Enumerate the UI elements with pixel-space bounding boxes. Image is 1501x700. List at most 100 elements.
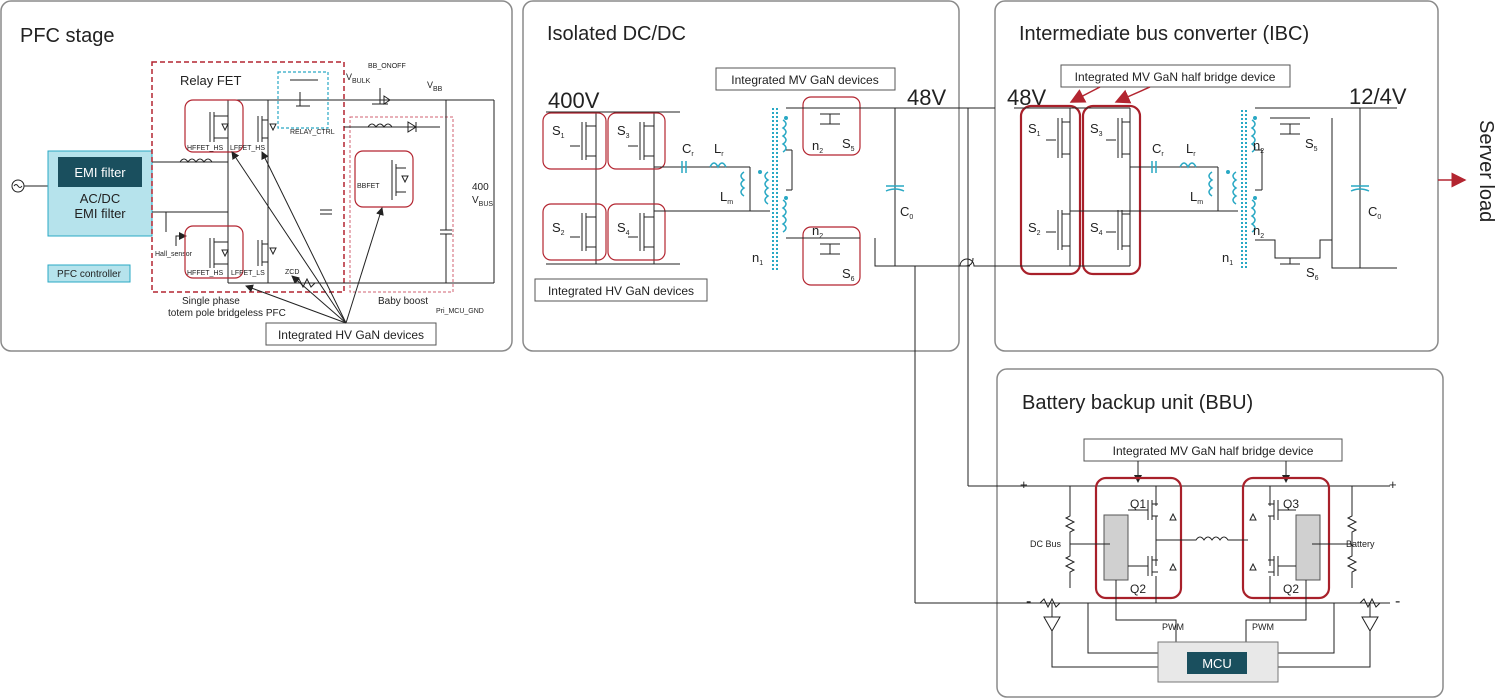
dcdc-n2b-label: n2	[812, 223, 823, 240]
ibc-s2-label: S2	[1028, 220, 1041, 237]
pfc-hv-gan-callout	[265, 322, 437, 346]
dcdc-s4-box	[607, 203, 666, 261]
dcdc-s5-box	[802, 96, 861, 156]
vbb-label: VBB	[427, 80, 443, 93]
dcdc-48v-label: 48V	[907, 85, 946, 110]
dcdc-400v-label: 400V	[548, 88, 600, 113]
emi-filter-badge	[58, 157, 142, 187]
dcdc-s3-label: S3	[617, 123, 630, 140]
bbu-mcu-label: MCU	[1202, 656, 1232, 671]
bbu-mv-gan-callout	[1083, 438, 1343, 462]
single-phase-label: Single phase	[182, 296, 240, 307]
bbu-right-driver	[1295, 514, 1321, 581]
server-load-label: Server load	[1475, 120, 1497, 222]
relay-fet-label: Relay FET	[180, 73, 241, 88]
ibc-s3-label: S3	[1090, 121, 1103, 138]
dcdc-stage: 400V S1 S3 S2 S4 Integrated HV GaN devic…	[534, 67, 995, 302]
ibc-c0-label: C0	[1368, 204, 1381, 221]
acdc-label-2: EMI filter	[74, 206, 126, 221]
pfc-title: PFC stage	[20, 25, 114, 47]
bbu-left-driver	[1103, 514, 1129, 581]
acdc-label-1: AC/DC	[80, 191, 120, 206]
dcdc-cr-label: Cr	[682, 141, 694, 158]
pfc-controller-label: PFC controller	[57, 269, 122, 280]
bbu-q2-left-label: Q2	[1130, 582, 1146, 596]
bbu-pwm-right: PWM	[1252, 622, 1274, 632]
ibc-s6-label: S6	[1306, 265, 1319, 282]
ibc-panel	[994, 0, 1439, 352]
dcdc-n2a-label: n2	[812, 138, 823, 155]
ibc-n1-label: n1	[1222, 250, 1233, 267]
ibc-stage: 48V Integrated MV GaN half bridge device…	[1007, 64, 1467, 282]
emi-filter-label: EMI filter	[74, 165, 126, 180]
bbu-mv-gan-callout-text: Integrated MV GaN half bridge device	[1113, 444, 1314, 458]
bbu-plus-left: +	[1020, 477, 1028, 492]
dcdc-mv-gan-callout	[715, 67, 896, 91]
dcdc-s2-label: S2	[552, 220, 565, 237]
bbu-pwm-left: PWM	[1162, 622, 1184, 632]
dcdc-s1-label: S1	[552, 123, 565, 140]
dcdc-s5-label: S5	[842, 136, 855, 153]
hffet-hs-bottom-box	[184, 225, 244, 279]
ibc-title: Intermediate bus converter (IBC)	[1019, 23, 1309, 45]
bbu-minus-right: -	[1395, 593, 1400, 610]
dcdc-lm-label: Lm	[720, 189, 733, 206]
pfc-hv-gan-callout-text: Integrated HV GaN devices	[278, 328, 424, 342]
pfc-panel	[0, 0, 513, 352]
ibc-s4-label: S4	[1090, 220, 1103, 237]
ibc-lm-label: Lm	[1190, 189, 1203, 206]
lffet-ls-label: LFFET_LS	[231, 270, 265, 277]
relay-box	[277, 71, 329, 129]
bbu-mcu-badge	[1187, 652, 1247, 674]
dcdc-hv-gan-callout	[534, 278, 708, 302]
ibc-lr-label: Lr	[1186, 141, 1196, 158]
dcdc-hv-gan-callout-text: Integrated HV GaN devices	[548, 284, 694, 298]
dcdc-n1-label: n1	[752, 250, 763, 267]
ibc-cr-label: Cr	[1152, 141, 1164, 158]
dcdc-s3-box	[607, 112, 666, 170]
ibc-mv-gan-callout	[1060, 64, 1291, 88]
bb-onoff-label: BB_ONOFF	[368, 63, 406, 70]
ibc-mv-gan-callout-text: Integrated MV GaN half bridge device	[1075, 70, 1276, 84]
dcdc-s6-label: S6	[842, 266, 855, 283]
zcd-label: ZCD	[285, 269, 299, 276]
lffet-hs-label: LFFET_HS	[230, 145, 265, 152]
bbu-plus-right: +	[1389, 477, 1397, 492]
baby-boost-label: Baby boost	[378, 296, 428, 307]
ibc-s5-label: S5	[1305, 136, 1318, 153]
hall-sensor-label: Hall_sensor	[155, 251, 193, 258]
dcdc-title: Isolated DC/DC	[547, 23, 686, 45]
pfc-controller-block	[47, 264, 131, 283]
bbu-q1-label: Q1	[1130, 497, 1146, 511]
bbfet-box	[354, 150, 414, 208]
dcdc-s4-label: S4	[617, 220, 630, 237]
relay-ctrl-label: RELAY_CTRL	[290, 129, 335, 136]
bbu-title: Battery backup unit (BBU)	[1022, 392, 1253, 414]
ibc-out-voltage-label: 12/4V	[1349, 84, 1407, 109]
totem-pole-enclosure	[151, 61, 345, 293]
dcdc-s6-box	[802, 226, 861, 286]
hffet-hs-top-label: HFFET_HS	[187, 145, 224, 152]
pri-mcu-gnd-label: Pri_MCU_GND	[436, 308, 484, 315]
bbu-right-half-bridge	[1241, 476, 1331, 600]
bbfet-label: BBFET	[357, 183, 380, 190]
bus-wires	[895, 108, 1390, 604]
bbu-left-half-bridge	[1094, 476, 1183, 600]
bbu-stage: Integrated MV GaN half bridge device + -…	[1020, 438, 1400, 683]
vbus-400-label: 400	[472, 182, 489, 193]
ibc-left-half-bridge	[1019, 104, 1082, 276]
hffet-hs-bottom-label: HFFET_HS	[187, 270, 224, 277]
hffet-hs-top-box	[184, 99, 244, 153]
dcdc-mv-gan-callout-text: Integrated MV GaN devices	[731, 73, 878, 87]
ibc-s1-label: S1	[1028, 121, 1041, 138]
pfc-stage: EMI filter AC/DC EMI filter PFC controll…	[11, 61, 495, 346]
bbu-q3-label: Q3	[1283, 497, 1299, 511]
bbu-battery-label: Battery	[1346, 539, 1375, 549]
bbu-q2-right-label: Q2	[1283, 582, 1299, 596]
dcdc-c0-label: C0	[900, 204, 913, 221]
vbus-label: VBUS	[472, 195, 493, 208]
ibc-n2b-label: n2	[1253, 223, 1264, 240]
dcdc-lr-label: Lr	[714, 141, 724, 158]
totem-pole-label: totem pole bridgeless PFC	[168, 308, 286, 319]
